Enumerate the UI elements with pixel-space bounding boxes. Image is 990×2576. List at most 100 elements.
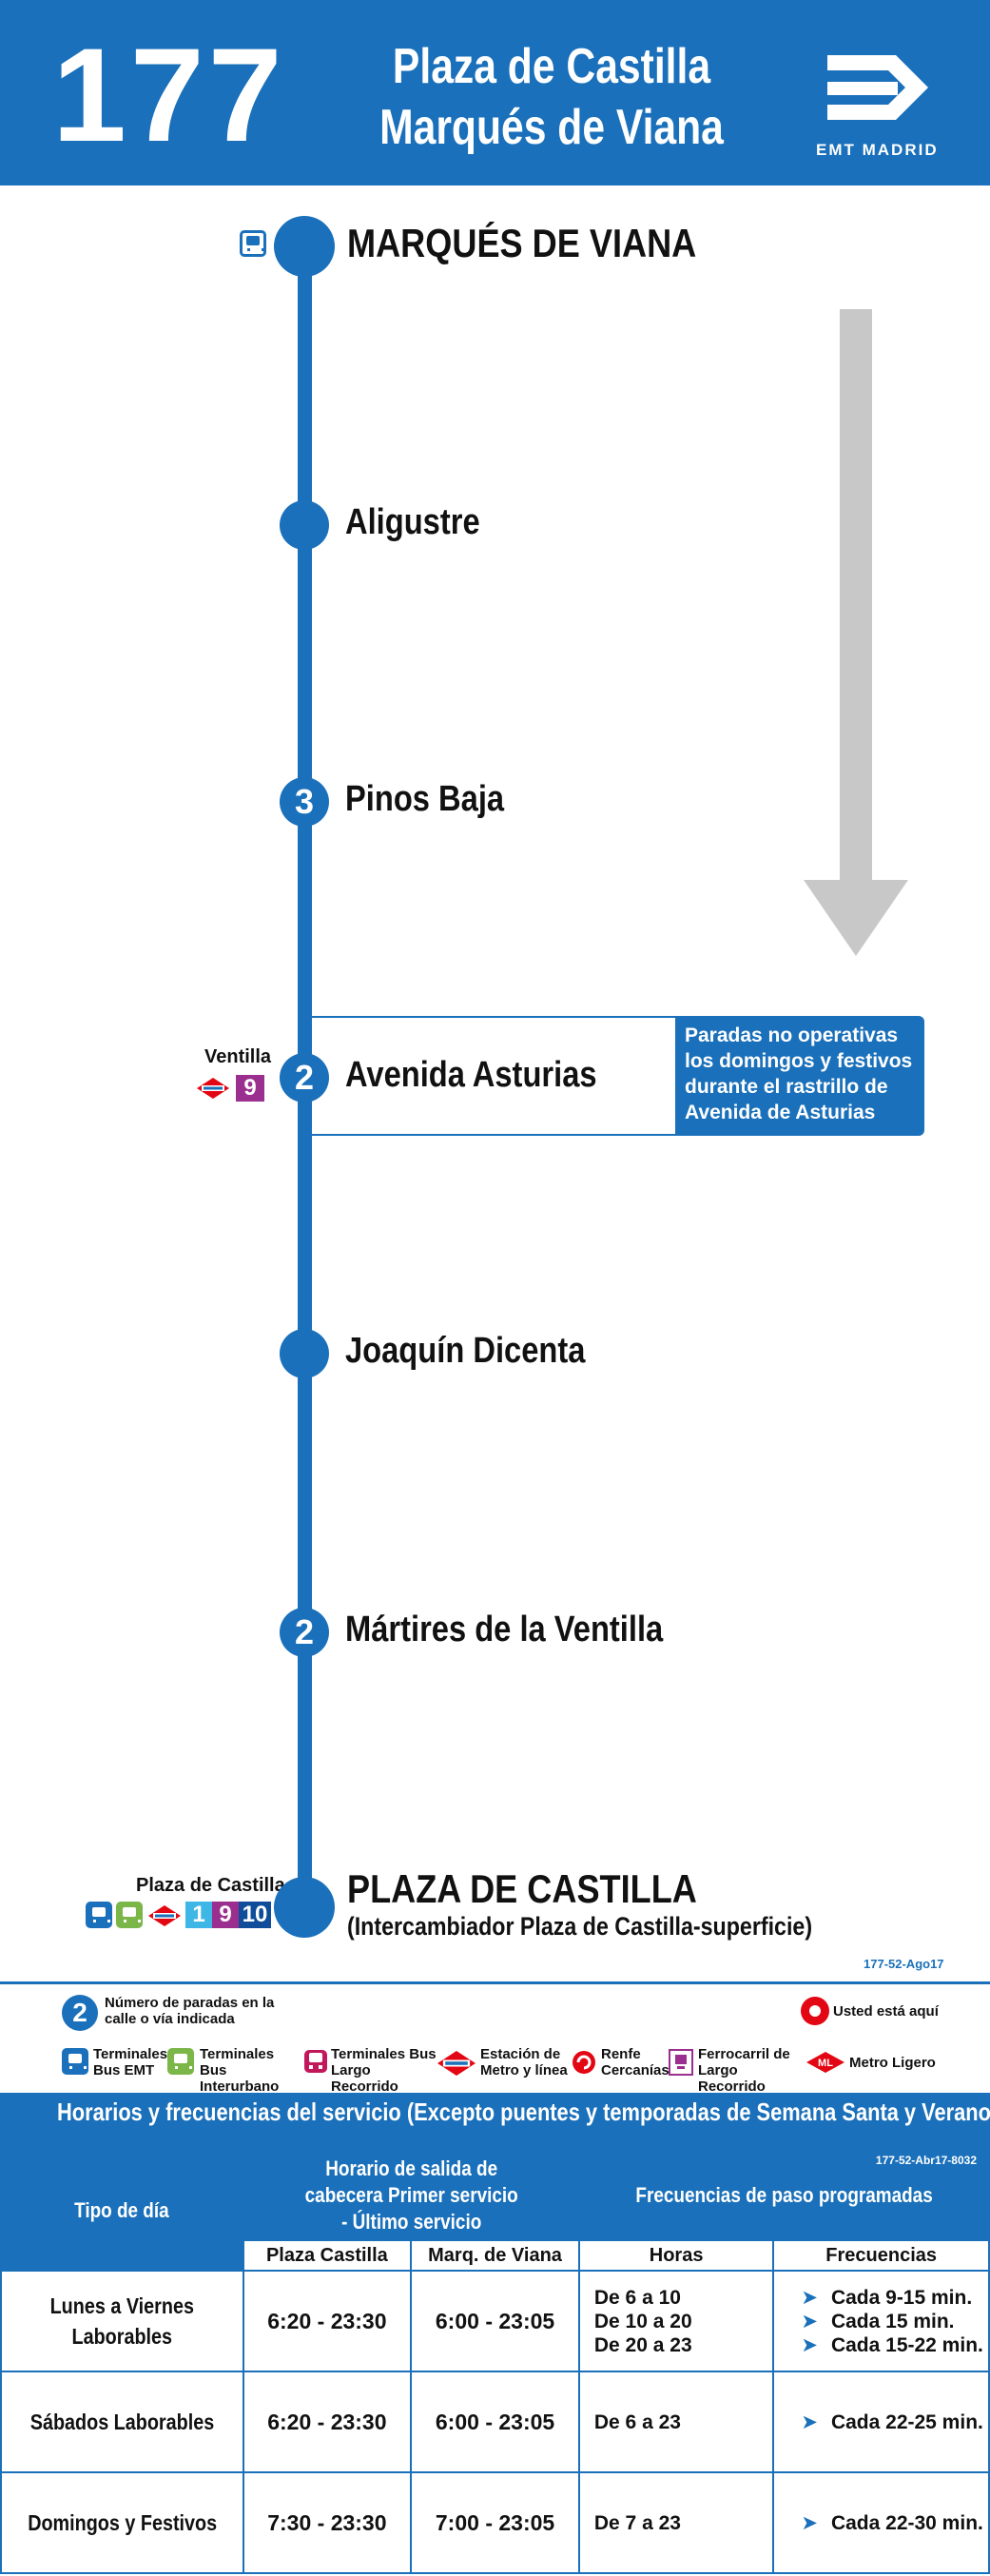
legend-metro-ligero: Metro Ligero <box>849 2055 936 2071</box>
route-header: 177 Plaza de Castilla Marqués de Viana E… <box>0 0 990 185</box>
legend-you-are-here: Usted está aquí <box>833 2003 939 2020</box>
day-type: Domingos y Festivos <box>0 2471 244 2574</box>
subheader-frecuencias: Frecuencias <box>772 2239 990 2272</box>
frequency-item: ➤Cada 15 min. <box>801 2310 955 2332</box>
day-type: Sábados Laborables <box>0 2371 244 2473</box>
legend-stop-count-text: Número de paradas en la calle o vía indi… <box>105 1995 275 2027</box>
metro-icon <box>197 1078 229 1099</box>
stop-name-pinos-baja[interactable]: Pinos Baja <box>345 779 505 819</box>
hours-range: De 6 a 10 <box>593 2286 681 2309</box>
table-row: Lunes a Viernes Laborables 6:20 - 23:30 … <box>0 2270 990 2372</box>
schedule-title: Horarios y frecuencias del servicio (Exc… <box>57 2098 990 2126</box>
you-are-here-icon <box>801 1997 829 2025</box>
stop-name-marques-de-viana[interactable]: MARQUÉS DE VIANA <box>347 221 697 265</box>
frequency-item: ➤Cada 9-15 min. <box>801 2286 973 2309</box>
bus-terminal-emt-icon <box>86 1902 112 1928</box>
metro-line-badge: 10 <box>239 1902 271 1928</box>
stop-name-avenida-asturias[interactable]: Avenida Asturias <box>345 1055 597 1095</box>
service-notice: Paradas no operativas los domingos y fes… <box>675 1016 924 1136</box>
stop-dot-terminal[interactable] <box>274 216 335 277</box>
stop-dot[interactable] <box>280 500 329 550</box>
hours-cell: De 6 a 23 <box>577 2371 775 2473</box>
route-destinations: Plaza de Castilla Marqués de Viana <box>357 36 747 158</box>
stop-dot[interactable] <box>280 1329 329 1378</box>
subheader-plaza-castilla: Plaza Castilla <box>242 2239 413 2272</box>
stop-name-martires-de-la-ventilla[interactable]: Mártires de la Ventilla <box>345 1610 664 1649</box>
col-header-horario: Horario de salida de cabecera Primer ser… <box>242 2150 580 2241</box>
table-row: Sábados Laborables 6:20 - 23:30 6:00 - 2… <box>0 2371 990 2473</box>
arrow-icon: ➤ <box>801 2410 818 2433</box>
legend-terminales-emt: Terminales Bus EMT <box>93 2046 168 2078</box>
stop-dot-terminal[interactable] <box>274 1877 335 1938</box>
marques-viana-times: 6:00 - 23:05 <box>410 2371 580 2473</box>
legend-metro: Estación de Metro y línea <box>480 2046 568 2078</box>
schedule-table: Tipo de día Horario de salida de cabecer… <box>0 2150 990 2574</box>
direction-arrow-icon <box>804 309 908 956</box>
connection-label-plaza-de-castilla: Plaza de Castilla <box>136 1875 285 1896</box>
svg-text:ML: ML <box>818 2058 833 2069</box>
schedule-header: Horarios y frecuencias del servicio (Exc… <box>0 2093 990 2150</box>
legend-bus-emt-icon <box>62 2048 88 2075</box>
legend-train-icon <box>669 2049 693 2076</box>
legend-renfe-icon <box>573 2051 595 2074</box>
destination-line-2: Marqués de Viana <box>379 100 724 155</box>
metro-line-badge: 9 <box>212 1902 239 1928</box>
stop-count-badge[interactable]: 2 <box>280 1608 329 1657</box>
arrow-icon: ➤ <box>801 2310 818 2332</box>
route-number: 177 <box>52 20 286 169</box>
hours-range: De 6 a 23 <box>593 2410 681 2433</box>
stop-count-badge[interactable]: 2 <box>280 1053 329 1103</box>
stop-name-plaza-de-castilla[interactable]: PLAZA DE CASTILLA <box>347 1866 697 1911</box>
marques-viana-times: 7:00 - 23:05 <box>410 2471 580 2574</box>
legend-ferrocarril: Ferrocarril de Largo Recorrido <box>698 2046 790 2095</box>
frequency-item: ➤Cada 22-25 min. <box>801 2410 983 2433</box>
schedule-code: 177-52-Abr17-8032 <box>875 2154 977 2167</box>
emt-logo-text: EMT MADRID <box>816 141 939 159</box>
plaza-castilla-times: 7:30 - 23:30 <box>242 2471 413 2574</box>
metro-line-badge: 9 <box>236 1075 264 1102</box>
legend-stop-count-badge: 2 <box>62 1995 98 2031</box>
marques-viana-times: 6:00 - 23:05 <box>410 2270 580 2372</box>
frequency-item: ➤Cada 22-30 min. <box>801 2511 983 2534</box>
stop-name-joaquin-dicenta[interactable]: Joaquín Dicenta <box>345 1331 586 1371</box>
plaza-castilla-times: 6:20 - 23:30 <box>242 2270 413 2372</box>
stop-count-badge[interactable]: 3 <box>280 777 329 827</box>
legend-bus-interurban-icon <box>167 2048 194 2075</box>
route-code: 177-52-Ago17 <box>864 1957 944 1971</box>
legend-renfe: Renfe Cercanías <box>601 2046 670 2078</box>
legend-metro-icon <box>437 2051 476 2076</box>
divider <box>0 1981 990 1984</box>
plaza-castilla-times: 6:20 - 23:30 <box>242 2371 413 2473</box>
arrow-icon: ➤ <box>801 2333 818 2356</box>
legend-metro-ligero-icon: ML <box>806 2052 844 2073</box>
col-header-tipo-de-dia: Tipo de día <box>0 2150 244 2272</box>
stop-subtitle: (Intercambiador Plaza de Castilla-superf… <box>347 1912 813 1941</box>
arrow-icon: ➤ <box>801 2286 818 2309</box>
hours-range: De 10 a 20 <box>593 2310 692 2332</box>
hours-cell: De 7 a 23 <box>577 2471 775 2574</box>
frequency-item: ➤Cada 15-22 min. <box>801 2333 983 2356</box>
day-type: Lunes a Viernes Laborables <box>0 2270 244 2372</box>
hours-cell: De 6 a 10 De 10 a 20 De 20 a 23 <box>577 2270 775 2372</box>
frequency-cell: ➤Cada 22-25 min. <box>772 2371 990 2473</box>
destination-line-1: Plaza de Castilla <box>392 39 711 94</box>
hours-range: De 7 a 23 <box>593 2511 681 2534</box>
stop-name-aligustre[interactable]: Aligustre <box>345 502 480 542</box>
table-row: Domingos y Festivos 7:30 - 23:30 7:00 - … <box>0 2471 990 2574</box>
legend-terminales-interurbano: Terminales Bus Interurbano <box>200 2046 280 2095</box>
metro-icon <box>148 1905 181 1926</box>
bus-terminal-icon <box>240 230 266 257</box>
frequency-cell: ➤Cada 9-15 min. ➤Cada 15 min. ➤Cada 15-2… <box>772 2270 990 2372</box>
connection-label-ventilla: Ventilla <box>204 1046 272 1067</box>
arrow-icon: ➤ <box>801 2511 818 2534</box>
legend-terminales-largo: Terminales Bus Largo Recorrido <box>331 2046 437 2095</box>
frequency-cell: ➤Cada 22-30 min. <box>772 2471 990 2574</box>
emt-logo-icon <box>827 55 928 120</box>
hours-range: De 20 a 23 <box>593 2333 692 2356</box>
legend-bus-long-distance-icon <box>304 2050 327 2073</box>
subheader-marq-de-viana: Marq. de Viana <box>410 2239 580 2272</box>
metro-line-badge: 1 <box>185 1902 212 1928</box>
subheader-horas: Horas <box>577 2239 775 2272</box>
bus-terminal-interurban-icon <box>116 1902 143 1928</box>
